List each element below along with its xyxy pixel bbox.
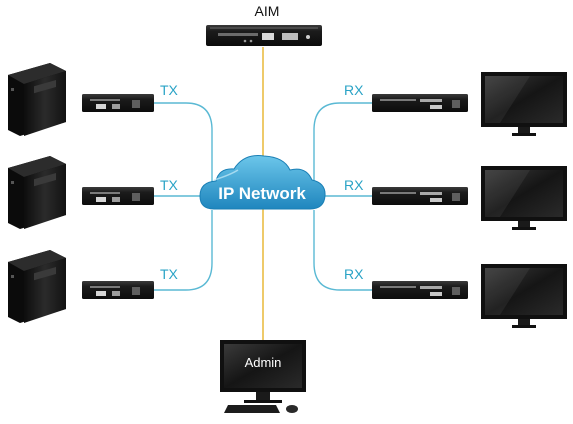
- rx-link-3: [313, 210, 372, 291]
- pc-tower-icon: [8, 250, 66, 323]
- tx-link-1: [154, 102, 213, 185]
- monitor-icon: [481, 72, 567, 136]
- rx-label: RX: [344, 266, 364, 282]
- rx-links: [313, 102, 372, 291]
- kvm-extender-icon: [82, 281, 154, 299]
- rx-label: RX: [344, 177, 364, 193]
- admin-label: Admin: [244, 355, 282, 370]
- tx-link-3: [154, 210, 213, 291]
- tx-label: TX: [160, 82, 178, 98]
- pc-tower-icon: [8, 156, 66, 229]
- aim-server-icon: [206, 25, 322, 46]
- kvm-extender-icon: [82, 187, 154, 205]
- network-label: IP Network: [218, 184, 306, 203]
- admin-workstation-icon: [220, 340, 306, 413]
- kvm-extender-icon: [372, 281, 468, 299]
- kvm-extender-icon: [372, 94, 468, 112]
- tx-label: TX: [160, 266, 178, 282]
- rx-label: RX: [344, 82, 364, 98]
- pc-tower-icon: [8, 63, 66, 136]
- rx-link-1: [313, 102, 372, 185]
- kvm-extender-icon: [372, 187, 468, 205]
- monitor-icon: [481, 166, 567, 230]
- monitor-icon: [481, 264, 567, 328]
- tx-label: TX: [160, 177, 178, 193]
- kvm-extender-icon: [82, 94, 154, 112]
- cloud-icon: [199, 155, 326, 210]
- aim-label: AIM: [254, 3, 280, 19]
